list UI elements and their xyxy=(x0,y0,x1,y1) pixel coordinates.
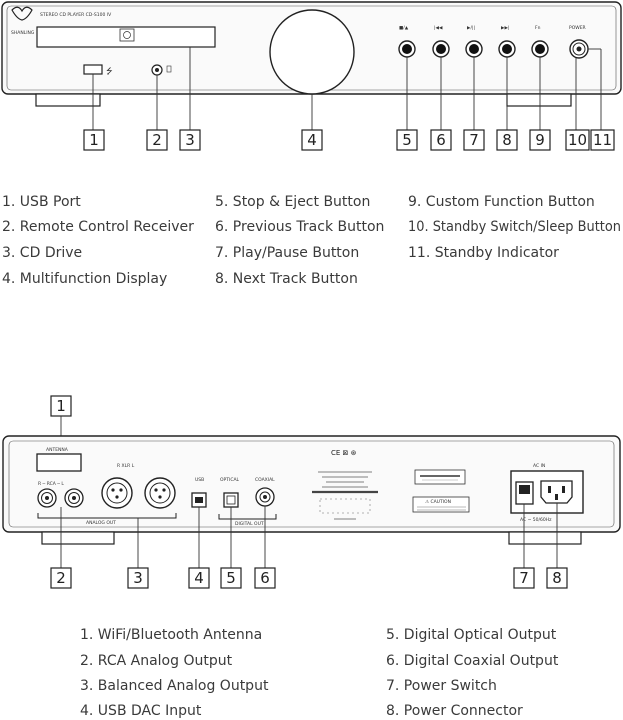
previous-track-button xyxy=(432,40,450,58)
rear-legend-item: 1. WiFi/Bluetooth Antenna xyxy=(80,627,262,643)
standby-indicator xyxy=(576,46,582,52)
front-legend-item: 7. Play/Pause Button xyxy=(215,245,359,261)
optical-port xyxy=(223,492,239,508)
serial-sticker xyxy=(319,498,371,514)
brand-logo-text: SHANLING xyxy=(11,30,35,36)
rear-callout-1: 1 xyxy=(56,397,66,415)
rca-right-jack xyxy=(64,488,84,508)
rca-left-jack xyxy=(37,488,57,508)
antenna-module xyxy=(36,453,82,472)
rear-legend-item: 5. Digital Optical Output xyxy=(386,627,557,643)
rear-legend-item: 4. USB DAC Input xyxy=(80,703,202,719)
voltage-label: AC ~ 50/60Hz xyxy=(520,517,552,523)
rear-legend: 1. WiFi/Bluetooth Antenna 2. RCA Analog … xyxy=(80,627,559,719)
power-connector xyxy=(540,480,573,504)
analog-out-label: ANALOG OUT xyxy=(86,520,116,526)
front-legend-item: 8. Next Track Button xyxy=(215,271,358,287)
front-legend-item: 1. USB Port xyxy=(2,194,81,210)
button-label-prev: |◀◀ xyxy=(434,25,443,31)
front-legend-item: 4. Multifunction Display xyxy=(2,271,167,287)
front-callout-1: 1 xyxy=(89,131,99,149)
coaxial-jack xyxy=(255,487,275,507)
rear-callout-8: 8 xyxy=(552,569,562,587)
rear-legend-item: 8. Power Connector xyxy=(386,703,523,719)
rca-label: R ─ RCA ─ L xyxy=(38,481,64,487)
power-label: AC IN xyxy=(533,463,545,469)
front-legend-item: 2. Remote Control Receiver xyxy=(2,219,194,235)
rear-callout-2: 2 xyxy=(56,569,66,587)
xlr-label: R XLR L xyxy=(117,463,135,469)
rear-callout-4: 4 xyxy=(194,569,204,587)
front-callout-5: 5 xyxy=(402,131,412,149)
front-callout-8: 8 xyxy=(502,131,512,149)
cd-drive-slot xyxy=(36,26,216,48)
front-callout-10: 10 xyxy=(568,131,587,149)
button-label-play-pause: ▶/|| xyxy=(467,25,475,31)
front-leader-lines xyxy=(92,47,602,130)
front-callout-11: 11 xyxy=(593,131,612,149)
usb-port xyxy=(83,64,103,75)
caution-label: ⚠ CAUTION xyxy=(425,499,451,505)
front-callout-4: 4 xyxy=(307,131,317,149)
front-callout-3: 3 xyxy=(185,131,195,149)
front-legend-item: 3. CD Drive xyxy=(2,245,82,261)
front-legend-item: 9. Custom Function Button xyxy=(408,194,595,210)
rear-legend-item: 3. Balanced Analog Output xyxy=(80,678,269,694)
front-legend-item: 10. Standby Switch/Sleep Button xyxy=(408,219,621,235)
rear-legend-item: 2. RCA Analog Output xyxy=(80,653,233,669)
button-label-power: POWER xyxy=(569,25,586,31)
usb-symbol-icon: ⭍ xyxy=(106,67,113,76)
antenna-label: ANTENNA xyxy=(46,447,69,453)
button-label-fn: Fn xyxy=(535,25,541,31)
rear-foot-right xyxy=(508,531,582,545)
button-label-stop-eject: ■/▲ xyxy=(399,25,409,31)
rear-leader-lines xyxy=(60,503,558,568)
front-callout-9: 9 xyxy=(535,131,545,149)
product-label-sticker xyxy=(414,469,466,485)
coaxial-label: COAXIAL xyxy=(255,477,275,483)
front-legend-item: 11. Standby Indicator xyxy=(408,245,559,261)
rear-callout-6: 6 xyxy=(260,569,270,587)
rear-legend-item: 6. Digital Coaxial Output xyxy=(386,653,559,669)
front-panel: SHANLING STEREO CD PLAYER CD-S100 IV ⭍ ■… xyxy=(1,1,622,151)
standby-button xyxy=(569,39,589,59)
front-foot-right xyxy=(506,93,572,107)
power-switch xyxy=(515,481,534,505)
rear-panel: 1 ANTENNA R ─ RCA ─ L R XLR L ANALOG OUT… xyxy=(2,395,621,589)
front-callout-7: 7 xyxy=(469,131,479,149)
usb-label: USB xyxy=(195,477,204,483)
rear-chassis-inner xyxy=(8,440,615,528)
brand-logo: SHANLING xyxy=(11,6,35,36)
front-legend-item: 5. Stop & Eject Button xyxy=(215,194,370,210)
front-callout-2: 2 xyxy=(152,131,162,149)
front-legend: 1. USB Port 2. Remote Control Receiver 3… xyxy=(2,194,621,287)
digital-out-label: DIGITAL OUT xyxy=(235,521,264,527)
front-callout-6: 6 xyxy=(436,131,446,149)
caution-sticker xyxy=(412,496,470,513)
optical-label: OPTICAL xyxy=(220,477,240,483)
front-foot-left xyxy=(35,93,101,107)
play-pause-button xyxy=(465,40,483,58)
rear-legend-item: 7. Power Switch xyxy=(386,678,497,694)
rear-callout-5: 5 xyxy=(226,569,236,587)
stop-eject-button xyxy=(398,40,416,58)
custom-function-button xyxy=(531,40,549,58)
rear-spec-text xyxy=(312,471,378,494)
rear-callouts: 2 3 4 5 6 7 8 xyxy=(50,567,568,589)
model-text: STEREO CD PLAYER CD-S100 IV xyxy=(40,12,112,18)
rear-foot-left xyxy=(41,531,115,545)
xlr-left-jack xyxy=(144,477,176,509)
rear-callout-3: 3 xyxy=(133,569,143,587)
front-callouts: 1 2 3 4 5 6 7 8 9 10 11 xyxy=(83,129,615,151)
xlr-right-jack xyxy=(101,477,133,509)
front-legend-item: 6. Previous Track Button xyxy=(215,219,384,235)
button-label-next: ▶▶| xyxy=(501,25,509,31)
multifunction-knob xyxy=(269,9,355,95)
certification-marks: CE ⊠ ⊛ xyxy=(331,449,357,457)
next-track-button xyxy=(498,40,516,58)
rear-callout-7: 7 xyxy=(519,569,529,587)
cd-logo xyxy=(119,28,135,42)
